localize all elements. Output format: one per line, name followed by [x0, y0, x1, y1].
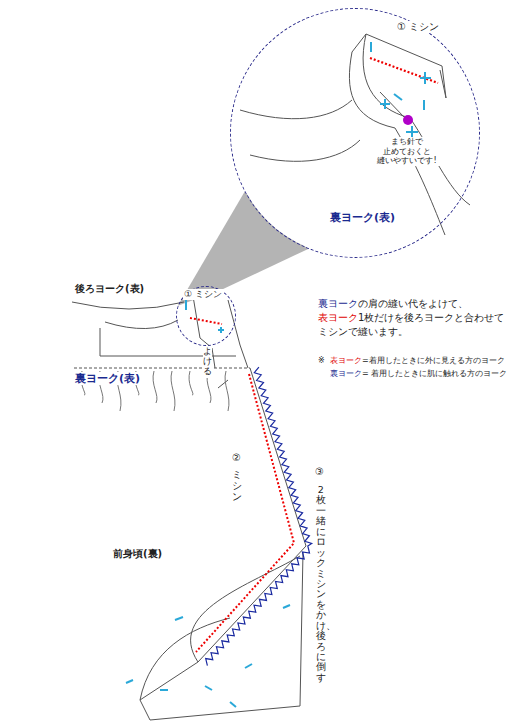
zoom-circle: ① ミシンまち針で 止めておくと 縫いやすいです! 裏ヨーク(表) — [230, 8, 480, 258]
part-label: 前身頃(裏) — [112, 548, 163, 560]
step-label: ① ミシン — [396, 21, 440, 33]
note-text: 表ヨーク — [318, 312, 358, 323]
callout-number: ② — [231, 452, 242, 464]
pin-note: まち針で 止めておくと 縫いやすいです! — [369, 137, 445, 166]
note-text: 裏ヨーク — [318, 298, 358, 309]
pin-head — [403, 115, 413, 125]
note-text: ※ — [318, 356, 325, 365]
note-line: 表ヨーク1枚だけを後ろヨークと合わせて — [318, 312, 504, 324]
stitch-line — [196, 374, 294, 652]
note-label: よける — [203, 346, 212, 378]
zoom-ground — [231, 9, 479, 257]
note-text: 1枚だけを後ろヨークと合わせて — [358, 312, 504, 323]
note-line: 裏ヨーク= 着用したときに肌に触れる方のヨーク — [330, 369, 507, 379]
note-line: 表ヨーク=着用したときに外に見える方のヨーク — [330, 356, 505, 366]
stitch-line — [190, 318, 222, 324]
note-line: ミシンで縫います。 — [318, 326, 408, 338]
note-text: ミシンで縫います。 — [318, 326, 408, 337]
step-label: 2枚一緒にロックミシンをかけ、後ろに倒す — [316, 484, 326, 684]
callout-number: ③ — [314, 466, 325, 478]
note-text: の肩の縫い代をよけて、 — [358, 298, 468, 309]
overlock-stitch — [206, 367, 312, 665]
detail-circle: ① ミシン — [176, 286, 236, 346]
front-body — [74, 368, 306, 720]
stitch-line — [370, 58, 438, 83]
back-yoke — [72, 290, 248, 368]
zoom-yoke-detail — [240, 34, 470, 235]
note-line: 裏ヨークの肩の縫い代をよけて、 — [318, 298, 468, 310]
note-text: = 着用したときに肌に触れる方のヨーク — [362, 369, 507, 378]
part-label: 裏ヨーク(表) — [74, 372, 141, 385]
part-label: 裏ヨーク(表) — [329, 211, 396, 224]
note-line: ※ — [318, 356, 325, 366]
part-label: 後ろヨーク(表) — [74, 283, 145, 295]
step-label: ミシン — [232, 468, 242, 503]
note-text: 表ヨーク — [330, 356, 362, 365]
note-text: 裏ヨーク — [330, 369, 362, 378]
note-text: =着用したときに外に見える方のヨーク — [362, 356, 505, 365]
step-label: ① ミシン — [183, 289, 223, 300]
